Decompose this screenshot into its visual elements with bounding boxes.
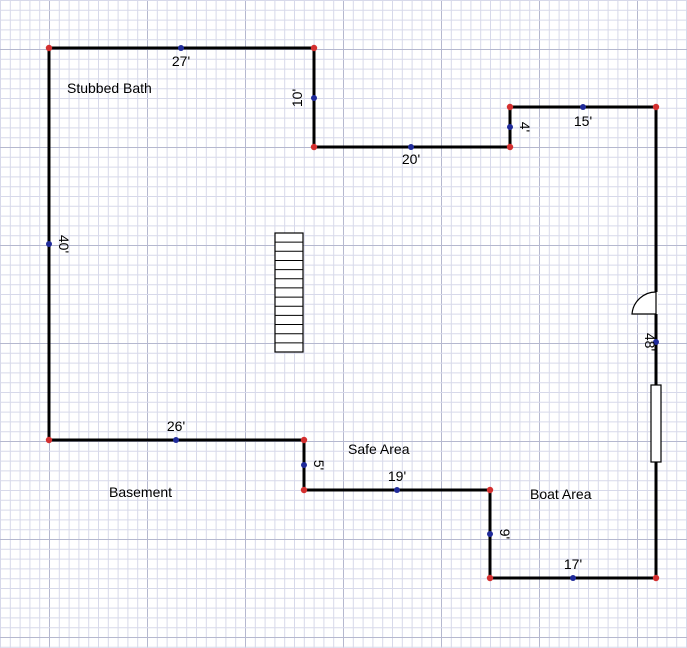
stairs[interactable] — [274, 232, 304, 353]
midpoint — [653, 339, 659, 345]
dimension-label-safe-vertical: 5' — [311, 460, 327, 470]
dimension-label-left-side: 40' — [56, 235, 72, 253]
dimension-label-safe-horizontal: 19' — [388, 468, 406, 484]
room-label-safe-area: Safe Area — [348, 441, 410, 457]
midpoint — [301, 462, 307, 468]
midpoint — [408, 144, 414, 150]
room-label-stubbed-bath: Stubbed Bath — [67, 80, 152, 96]
corner-point — [652, 103, 660, 111]
midpoint — [580, 104, 586, 110]
midpoint — [487, 531, 493, 537]
corner-point — [45, 44, 53, 52]
corner-point — [506, 143, 514, 151]
corner-point — [300, 486, 308, 494]
dimension-label-bottom-right: 17' — [564, 556, 582, 572]
dimension-label-top-right: 15' — [574, 113, 592, 129]
dimension-label-bottom-left: 26' — [167, 418, 185, 434]
room-label-boat-area: Boat Area — [530, 486, 592, 502]
midpoint — [311, 95, 317, 101]
corner-point — [310, 143, 318, 151]
dimension-label-small-vertical: 4' — [517, 122, 533, 132]
corner-point — [486, 574, 494, 582]
midpoint — [178, 45, 184, 51]
midpoint — [46, 241, 52, 247]
dimension-label-inner-horizontal: 20' — [402, 151, 420, 167]
door[interactable] — [631, 291, 658, 315]
room-labels: Stubbed Bath Safe Area Basement Boat Are… — [67, 80, 592, 502]
midpoint — [394, 487, 400, 493]
corner-point — [300, 436, 308, 444]
midpoint — [173, 437, 179, 443]
midpoint — [570, 575, 576, 581]
midpoints[interactable] — [46, 45, 659, 581]
dimension-labels: 27' 10' 20' 4' 15' 40' 48' 26' 5' 19' 9'… — [56, 53, 658, 572]
corner-point — [506, 103, 514, 111]
dimension-label-boat-vertical: 9' — [497, 529, 513, 539]
corner-point — [310, 44, 318, 52]
room-label-basement: Basement — [109, 484, 172, 500]
corner-point — [45, 436, 53, 444]
midpoint — [507, 124, 513, 130]
dimension-label-right-side: 48' — [642, 333, 658, 351]
dimension-label-top-left: 27' — [172, 53, 190, 69]
corner-points[interactable] — [45, 44, 660, 582]
corner-point — [486, 486, 494, 494]
window[interactable] — [650, 384, 662, 463]
dimension-label-inner-vertical: 10' — [289, 89, 305, 107]
corner-point — [652, 574, 660, 582]
